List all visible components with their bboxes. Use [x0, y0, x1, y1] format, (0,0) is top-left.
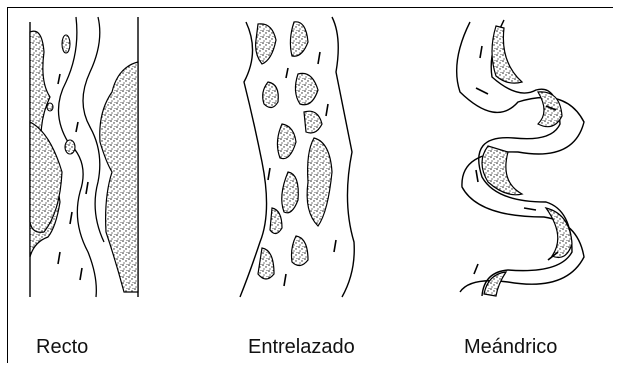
caption-meandering: Meándrico — [464, 336, 557, 359]
braided-channel-diagram — [232, 12, 372, 302]
meandering-channel-svg — [448, 12, 588, 302]
straight-channel-svg — [20, 12, 160, 302]
top-border-line — [7, 7, 613, 8]
channel-thalweg — [58, 17, 96, 297]
caption-straight: Recto — [36, 336, 88, 359]
sediment-bar-right — [100, 62, 138, 292]
braid-bars — [256, 22, 332, 279]
caption-braided: Entrelazado — [248, 336, 355, 359]
point-bars — [482, 26, 572, 296]
straight-channel-diagram — [20, 12, 160, 302]
meandering-channel-diagram — [448, 12, 588, 302]
braided-channel-svg — [232, 12, 372, 302]
right-bank — [332, 17, 354, 297]
left-border-line — [7, 7, 8, 363]
